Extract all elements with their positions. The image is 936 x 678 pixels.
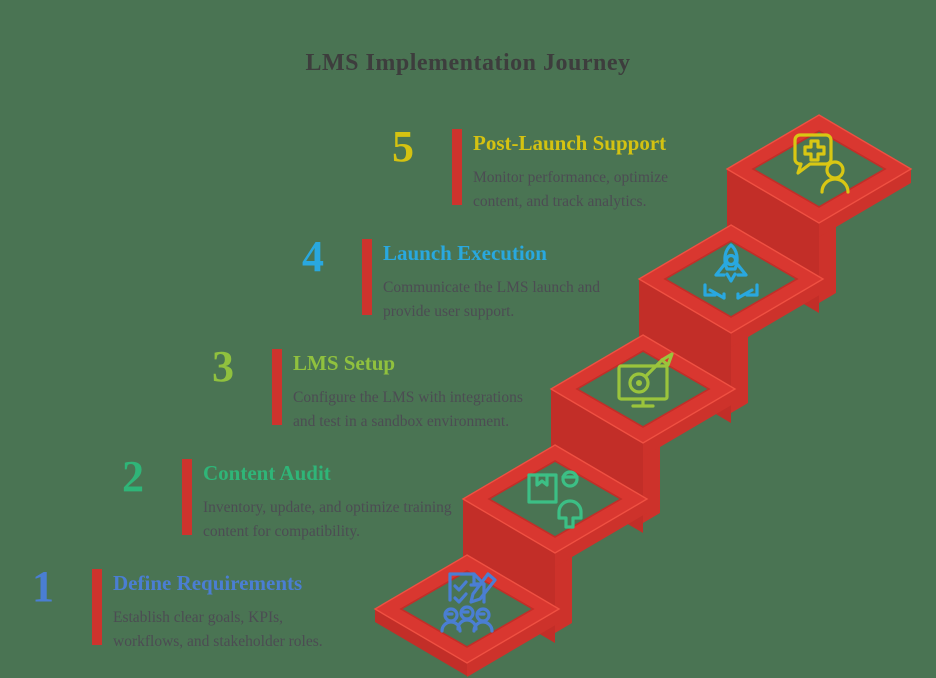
step-description-line: and test in a sandbox environment. (293, 413, 510, 430)
step-number: 4 (302, 232, 324, 281)
step-right-slab (731, 279, 823, 347)
step-corner-wall (643, 433, 660, 523)
step-number: 5 (392, 122, 414, 171)
step-right-slab (555, 499, 647, 567)
step-right-slab (467, 609, 559, 677)
step-accent-bar (272, 349, 282, 425)
step-inner-face (751, 130, 887, 208)
step-title: Post-Launch Support (473, 131, 667, 155)
step-description: Configure the LMS with integrations and … (293, 386, 523, 434)
step-content: LMS Setup Configure the LMS with integra… (293, 347, 523, 434)
step-content: Content Audit Inventory, update, and opt… (203, 457, 452, 544)
step-description: Establish clear goals, KPIs, workflows, … (113, 606, 323, 654)
stair-step-1 (373, 554, 561, 677)
step-block-4: 4 Launch Execution Communicate the LMS l… (272, 232, 602, 327)
step-description-line: workflows, and stakeholder roles. (113, 633, 323, 650)
step-description: Inventory, update, and optimize training… (203, 496, 452, 544)
step-block-3: 3 LMS Setup Configure the LMS with integ… (182, 342, 523, 437)
step-accent-bar (452, 129, 462, 205)
step-description-line: Establish clear goals, KPIs, (113, 609, 284, 626)
step-right-slab (643, 389, 735, 457)
step-content: Define Requirements Establish clear goal… (113, 567, 323, 654)
rocket-launch-icon (693, 235, 769, 311)
step-description-line: Inventory, update, and optimize training (203, 499, 452, 516)
step-content: Launch Execution Communicate the LMS lau… (383, 237, 600, 324)
step-number: 3 (212, 342, 234, 391)
step-block-1: 1 Define Requirements Establish clear go… (2, 562, 332, 657)
step-description-line: Configure the LMS with integrations (293, 389, 523, 406)
step-block-2: 2 Content Audit Inventory, update, and o… (92, 452, 452, 547)
checklist-team-icon (429, 565, 505, 641)
step-corner-wall (819, 213, 836, 303)
step-description-line: provide user support. (383, 303, 515, 320)
step-title: Launch Execution (383, 241, 547, 265)
monitor-target-icon (605, 345, 681, 421)
support-chat-icon (781, 125, 857, 201)
step-number: 2 (122, 452, 144, 501)
step-accent-bar (182, 459, 192, 535)
step-accent-bar (92, 569, 102, 645)
step-description-line: Communicate the LMS launch and (383, 279, 600, 296)
step-number: 1 (32, 562, 54, 611)
step-description-line: Monitor performance, optimize (473, 169, 668, 186)
step-description: Communicate the LMS launch and provide u… (383, 276, 600, 324)
step-title: LMS Setup (293, 351, 396, 375)
step-corner-wall (731, 323, 748, 413)
step-title: Content Audit (203, 461, 331, 485)
step-description-line: content, and track analytics. (473, 193, 647, 210)
step-block-5: 5 Post-Launch Support Monitor performanc… (362, 122, 692, 217)
step-right-slab (819, 169, 911, 237)
step-inner-face (399, 570, 535, 648)
step-description: Monitor performance, optimize content, a… (473, 166, 668, 214)
step-title: Define Requirements (113, 571, 303, 595)
step-content: Post-Launch Support Monitor performance,… (473, 127, 668, 214)
step-inner-face (575, 350, 711, 428)
page-title: LMS Implementation Journey (305, 50, 631, 76)
step-accent-bar (362, 239, 372, 315)
inventory-person-icon (517, 455, 593, 531)
step-corner-wall (555, 543, 572, 633)
step-side-wall (375, 609, 467, 676)
step-description-line: content for compatibility. (203, 523, 360, 540)
